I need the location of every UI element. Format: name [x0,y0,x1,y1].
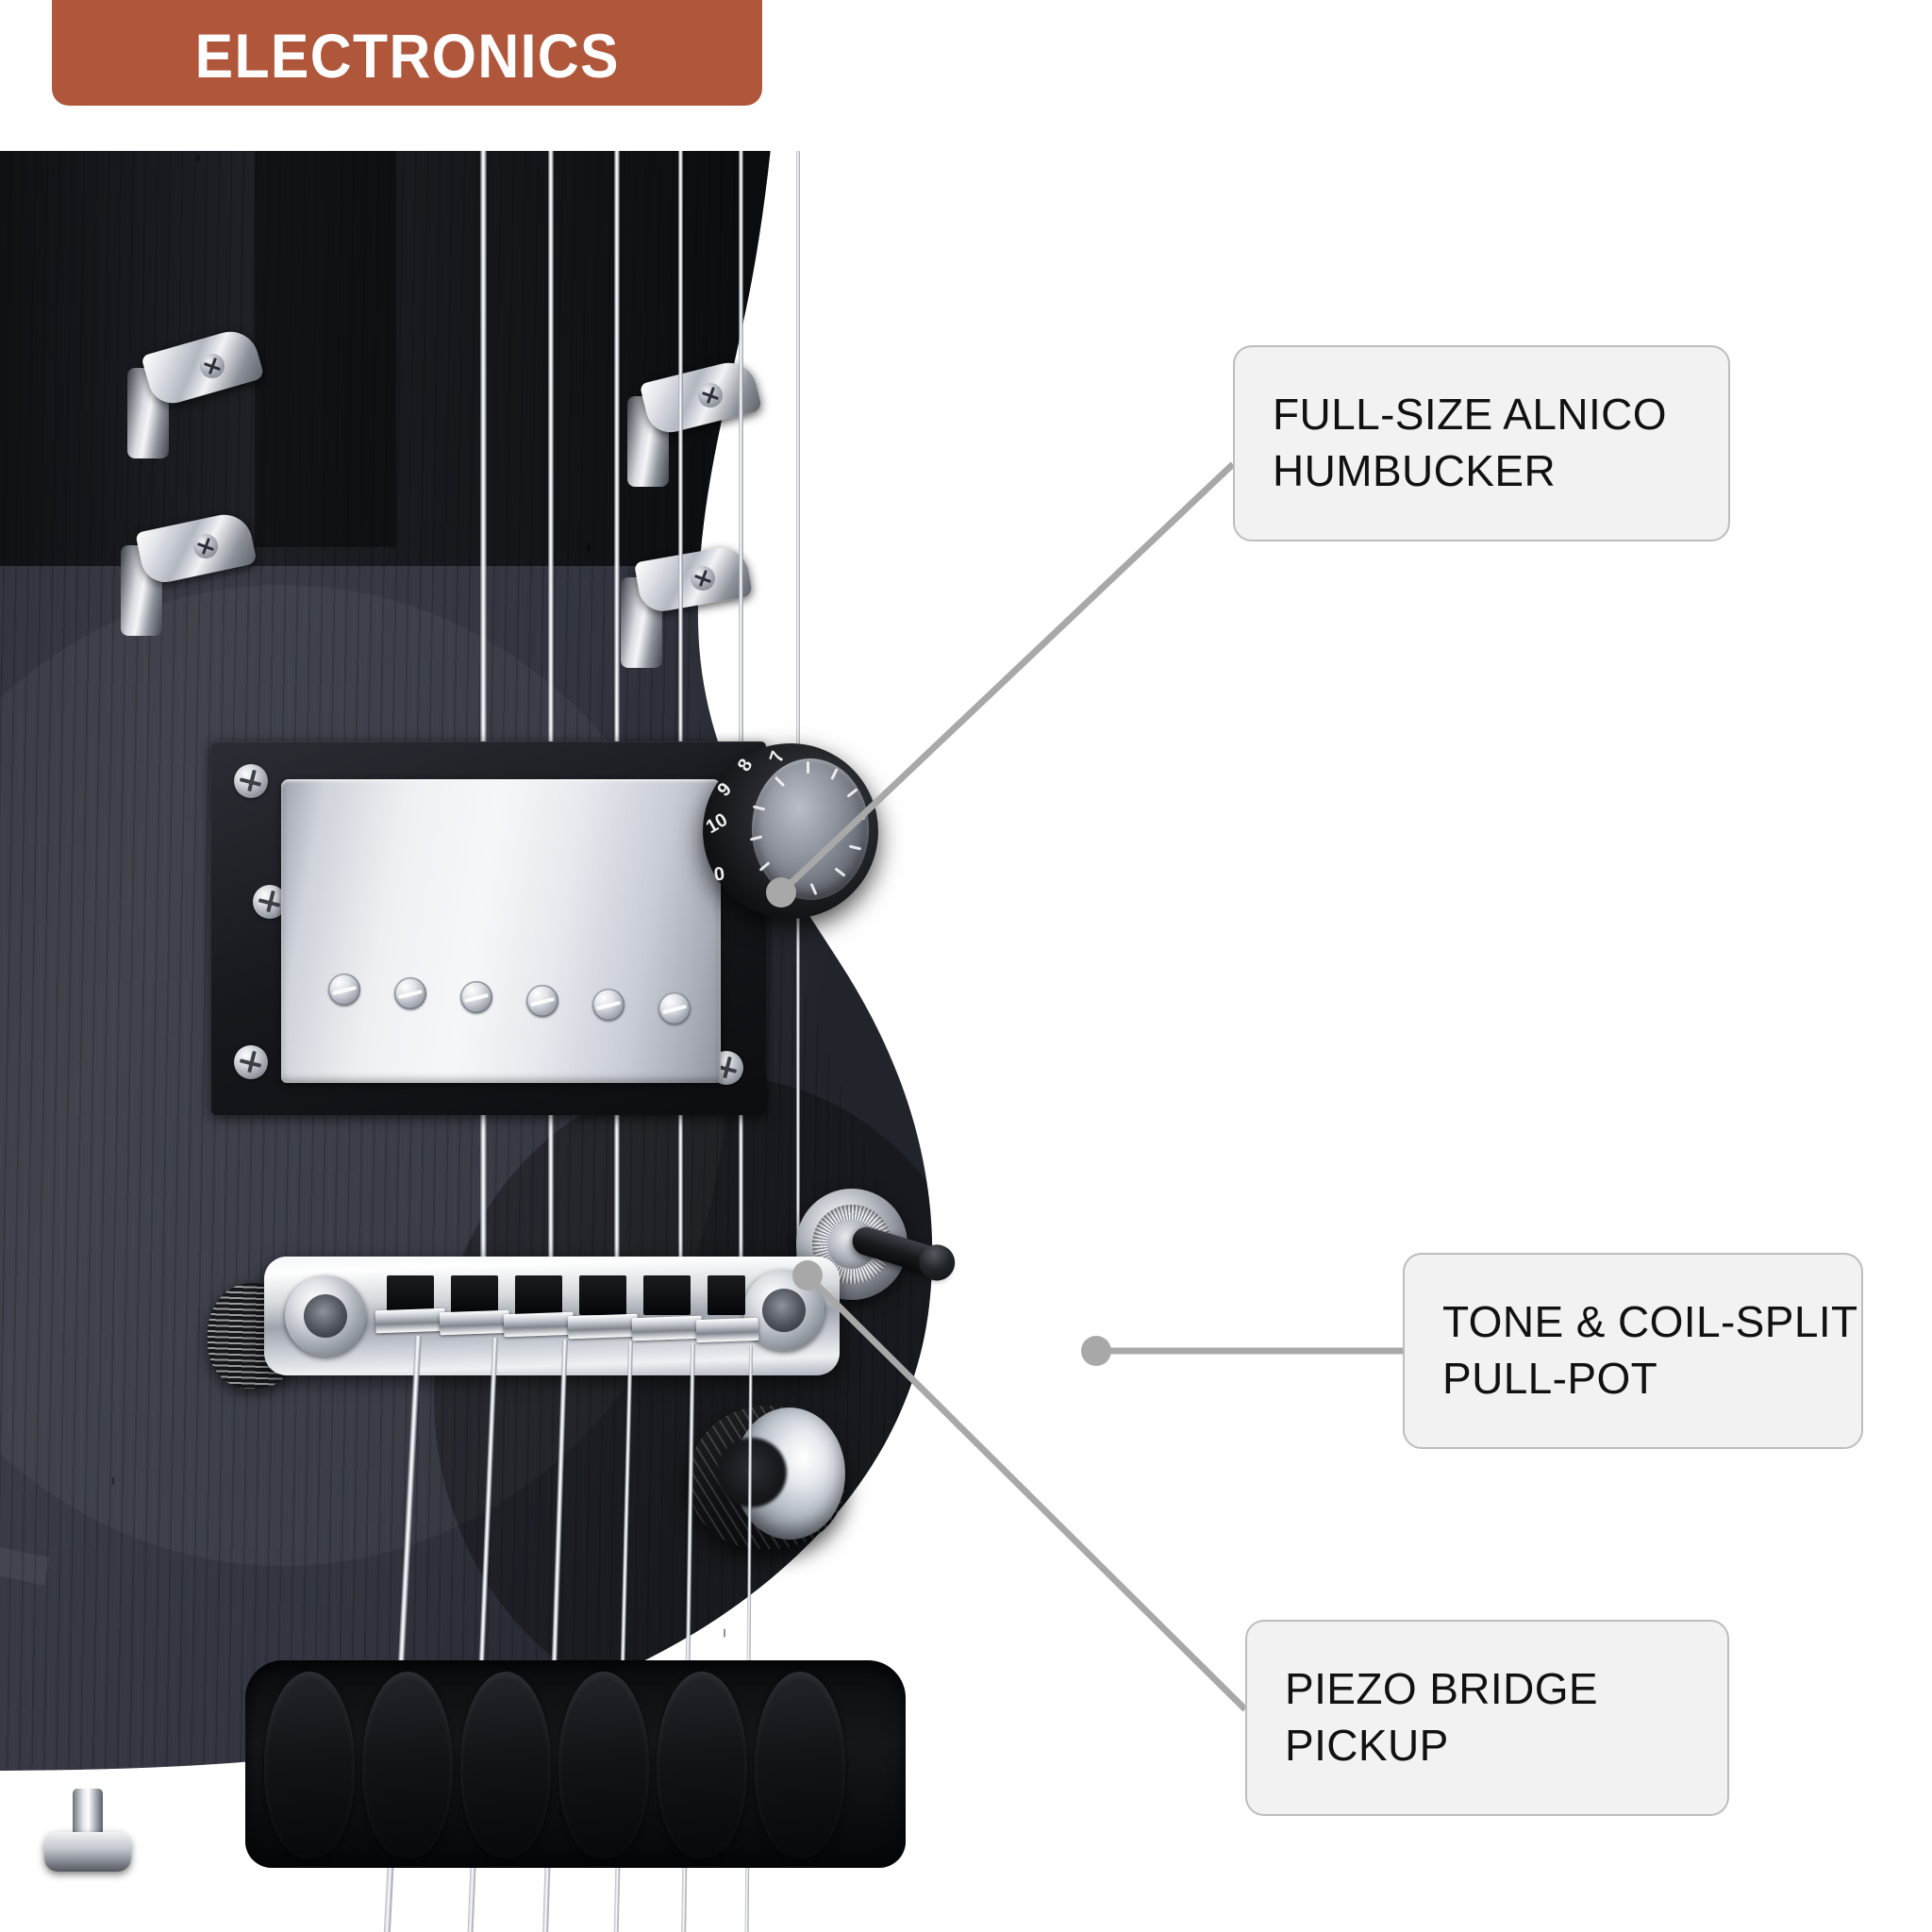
string-ferrule-scallop [264,1672,355,1858]
bridge-saddle [567,1313,639,1340]
knob-number: 9 [713,778,736,801]
pickup-mount-screw [234,1045,268,1079]
tuner-screw-icon [200,354,225,378]
callout-piezo-line-2: PICKUP [1285,1721,1449,1770]
bridge-saddle-slot [451,1275,498,1315]
guitar-string [548,151,554,1275]
guitar-string [796,151,800,1275]
pickup-pole-piece [526,985,558,1017]
strap-button[interactable] [44,1832,131,1872]
knob-number: 8 [733,755,758,775]
tuner-screw-icon [698,383,723,408]
string-ferrule-scallop [362,1672,453,1858]
callout-piezo[interactable]: PIEZO BRIDGE PICKUP [1245,1620,1729,1816]
section-banner-label: ELECTRONICS [194,21,620,91]
bridge-saddle [695,1317,759,1343]
guitar-string [739,151,743,1275]
bridge-post-right-inner [762,1289,806,1332]
volume-knob-face [749,758,869,900]
pickup-pole-piece [394,977,426,1009]
pickup-pole-piece [328,974,360,1006]
bridge-saddle-slot [643,1275,691,1315]
callout-tone-line-1: TONE & COIL-SPLIT [1442,1297,1858,1347]
string-ferrule-scallop [558,1672,649,1858]
bridge-post-left-inner [304,1294,347,1338]
guitar-product-photo: 8 9 10 0 7 [0,151,1340,1932]
guitar-string [614,151,620,1275]
string-ferrule-scallop [460,1672,551,1858]
callout-tone-pull-pot[interactable]: TONE & COIL-SPLIT PULL-POT [1403,1253,1863,1449]
tone-pull-pot-knob[interactable] [689,1406,845,1549]
bridge-saddle-slot [708,1275,745,1315]
humbucker-pickup-cover [281,779,721,1083]
guitar-string [678,151,683,1275]
section-banner: ELECTRONICS [52,0,762,106]
bridge-saddle [375,1307,446,1334]
knob-number: 7 [765,748,790,766]
bridge-saddle [439,1309,510,1336]
pickup-pole-piece [592,989,625,1021]
volume-knob[interactable]: 8 9 10 0 7 [703,743,878,919]
callout-humbucker-line-2: HUMBUCKER [1273,446,1557,495]
bridge-saddle [631,1315,703,1341]
pickup-pole-piece [658,992,691,1024]
bridge-saddle [503,1311,575,1338]
string-ferrule-scallop [755,1672,845,1858]
guitar-body-silhouette: 8 9 10 0 7 [0,151,1302,1932]
tuner-screw-icon [193,534,218,558]
knob-number: 0 [712,863,726,886]
callout-humbucker[interactable]: FULL-SIZE ALNICO HUMBUCKER [1233,345,1730,541]
tuner-screw-icon [691,566,715,591]
bridge-saddle-slot [515,1275,562,1315]
callout-humbucker-line-1: FULL-SIZE ALNICO [1273,390,1667,440]
bridge-saddle-slot [579,1275,626,1315]
pickup-pole-piece [460,981,492,1013]
knob-number: 10 [702,808,732,839]
callout-piezo-line-1: PIEZO BRIDGE [1285,1664,1598,1714]
guitar-string [480,151,487,1275]
pickup-mount-screw [234,764,268,798]
callout-tone-line-2: PULL-POT [1442,1354,1658,1403]
string-ferrule-scallop [657,1672,747,1858]
